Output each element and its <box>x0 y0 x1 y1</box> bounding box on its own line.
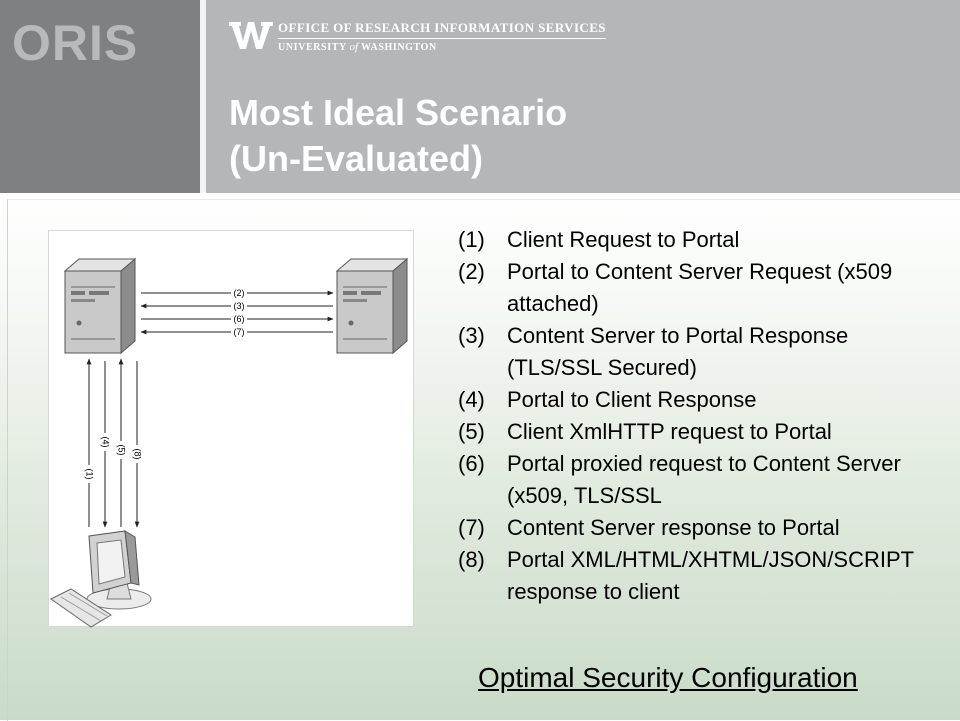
step-item: (8) Portal XML/HTML/XHTML/JSON/SCRIPT re… <box>458 544 938 608</box>
step-text: Portal to Content Server Request (x509 a… <box>507 259 893 316</box>
step-text: Content Server to Portal Response (TLS/S… <box>507 323 849 380</box>
oris-logo: ORIS <box>12 15 139 71</box>
footer-caption: Optimal Security Configuration <box>478 662 858 693</box>
step-text: Content Server response to Portal <box>507 515 840 540</box>
uw-university-name: UNIVERSITY of WASHINGTON <box>278 41 437 53</box>
client-workstation-icon <box>50 530 152 628</box>
step-item: (7) Content Server response to Portal <box>458 512 938 544</box>
slide-title: Most Ideal Scenario (Un-Evaluated) <box>229 90 567 182</box>
step-item: (2) Portal to Content Server Request (x5… <box>458 256 938 320</box>
step-number: (7) <box>458 515 485 540</box>
step-item: (4) Portal to Client Response <box>458 384 938 416</box>
arrow-label-4: (4) <box>101 437 111 448</box>
arrow-label-6: (6) <box>234 314 245 324</box>
step-number: (2) <box>458 259 485 284</box>
step-number: (5) <box>458 419 485 444</box>
uw-logo: OFFICE OF RESEARCH INFORMATION SERVICES … <box>229 20 606 60</box>
step-number: (3) <box>458 323 485 348</box>
step-list: (1) Client Request to Portal (2) Portal … <box>458 224 938 608</box>
arrow-label-2: (2) <box>234 288 245 298</box>
uw-w-logo-icon <box>229 22 273 49</box>
step-item: (3) Content Server to Portal Response (T… <box>458 320 938 384</box>
arrow-label-1: (1) <box>85 469 95 480</box>
arrow-label-7: (7) <box>234 327 245 337</box>
step-number: (1) <box>458 227 485 252</box>
step-text: Portal to Client Response <box>507 387 757 412</box>
step-text: Portal proxied request to Content Server… <box>507 451 901 508</box>
step-number: (6) <box>458 451 485 476</box>
architecture-diagram: (2) (3) (6) (7) (1) (4) (5) (8) <box>48 230 414 628</box>
content-frame <box>7 199 960 721</box>
step-number: (8) <box>458 547 485 572</box>
horizontal-arrow-labels: (2) (3) (6) (7) <box>231 287 247 337</box>
slide-title-line1: Most Ideal Scenario <box>229 92 568 133</box>
step-text: Client XmlHTTP request to Portal <box>507 419 832 444</box>
diagram-canvas: (2) (3) (6) (7) (1) (4) (5) (8) <box>50 257 409 628</box>
arrow-label-3: (3) <box>234 301 245 311</box>
step-text: Client Request to Portal <box>507 227 740 252</box>
slide-title-line2: (Un-Evaluated) <box>229 138 484 179</box>
step-item: (1) Client Request to Portal <box>458 224 938 256</box>
vertical-arrow-labels: (1) (4) (5) (8) <box>83 433 143 483</box>
arrow-label-5: (5) <box>117 445 127 456</box>
content-server-icon <box>335 257 409 355</box>
step-item: (6) Portal proxied request to Content Se… <box>458 448 938 512</box>
arrow-label-8: (8) <box>133 449 143 460</box>
step-number: (4) <box>458 387 485 412</box>
uw-office-name: OFFICE OF RESEARCH INFORMATION SERVICES <box>278 20 606 39</box>
vertical-arrows <box>86 358 140 528</box>
step-text: Portal XML/HTML/XHTML/JSON/SCRIPT respon… <box>507 547 914 604</box>
step-item: (5) Client XmlHTTP request to Portal <box>458 416 938 448</box>
header-title-panel <box>206 0 960 193</box>
header-logo-panel: ORIS <box>0 0 200 193</box>
header-divider <box>200 0 206 193</box>
portal-server-icon <box>63 257 137 355</box>
